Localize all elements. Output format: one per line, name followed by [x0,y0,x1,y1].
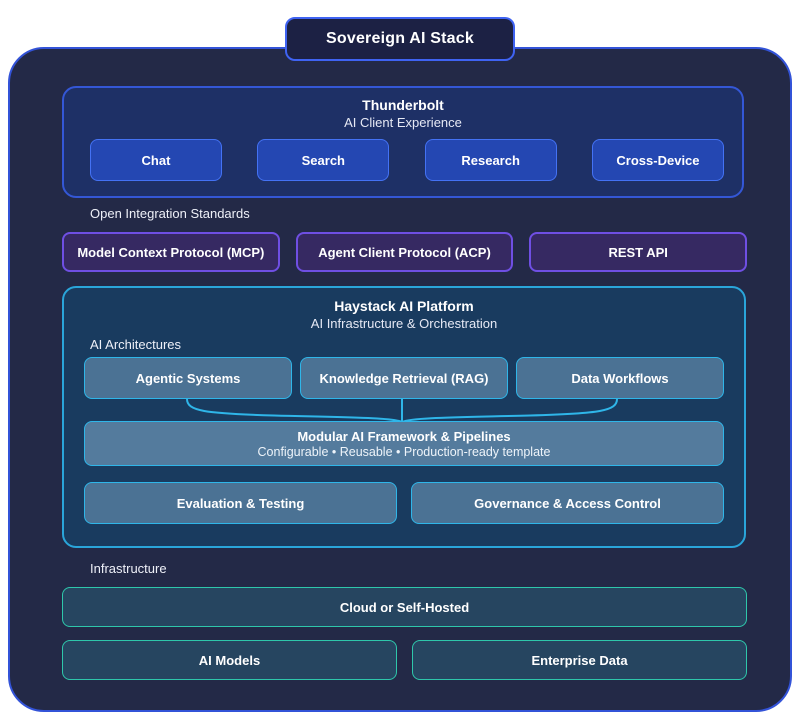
platform-section: Haystack AI Platform AI Infrastructure &… [62,286,746,548]
node-chat: Chat [90,139,222,181]
architectures-label: AI Architectures [90,337,182,352]
infrastructure-label: Infrastructure [90,561,167,576]
node-knowledge-retrieval: Knowledge Retrieval (RAG) [300,357,508,399]
standards-row: Model Context Protocol (MCP) Agent Clien… [62,232,748,272]
node-search: Search [257,139,390,181]
node-mcp: Model Context Protocol (MCP) [62,232,280,272]
framework-subtitle: Configurable • Reusable • Production-rea… [257,444,551,459]
node-data-workflows: Data Workflows [516,357,724,399]
node-enterprise-data: Enterprise Data [412,640,747,680]
node-cloud-or-self-hosted: Cloud or Self-Hosted [62,587,747,627]
client-section-subtitle: AI Client Experience [344,115,462,130]
node-cross-device: Cross-Device [591,139,724,181]
node-ai-models: AI Models [62,640,397,680]
capabilities-row: Evaluation & Testing Governance & Access… [84,482,724,524]
node-rest-api: REST API [529,232,748,272]
node-agentic-systems: Agentic Systems [84,357,292,399]
diagram-title: Sovereign AI Stack [285,17,515,61]
client-section-title: Thunderbolt [362,97,444,113]
platform-section-subtitle: AI Infrastructure & Orchestration [310,316,498,331]
infrastructure-row: AI Models Enterprise Data [62,640,747,680]
sovereign-ai-stack-container: Thunderbolt AI Client Experience Chat Se… [8,47,792,712]
client-experience-section: Thunderbolt AI Client Experience Chat Se… [62,86,744,198]
node-governance-access: Governance & Access Control [411,482,724,524]
architectures-row: Agentic Systems Knowledge Retrieval (RAG… [84,357,724,399]
client-apps-row: Chat Search Research Cross-Device [90,139,724,181]
framework-title: Modular AI Framework & Pipelines [297,428,511,444]
standards-label: Open Integration Standards [90,206,250,221]
node-research: Research [424,139,557,181]
converging-connector-lines [186,399,618,423]
node-evaluation-testing: Evaluation & Testing [84,482,397,524]
platform-section-title: Haystack AI Platform [334,298,474,314]
node-modular-framework: Modular AI Framework & Pipelines Configu… [84,421,724,466]
node-acp: Agent Client Protocol (ACP) [295,232,514,272]
